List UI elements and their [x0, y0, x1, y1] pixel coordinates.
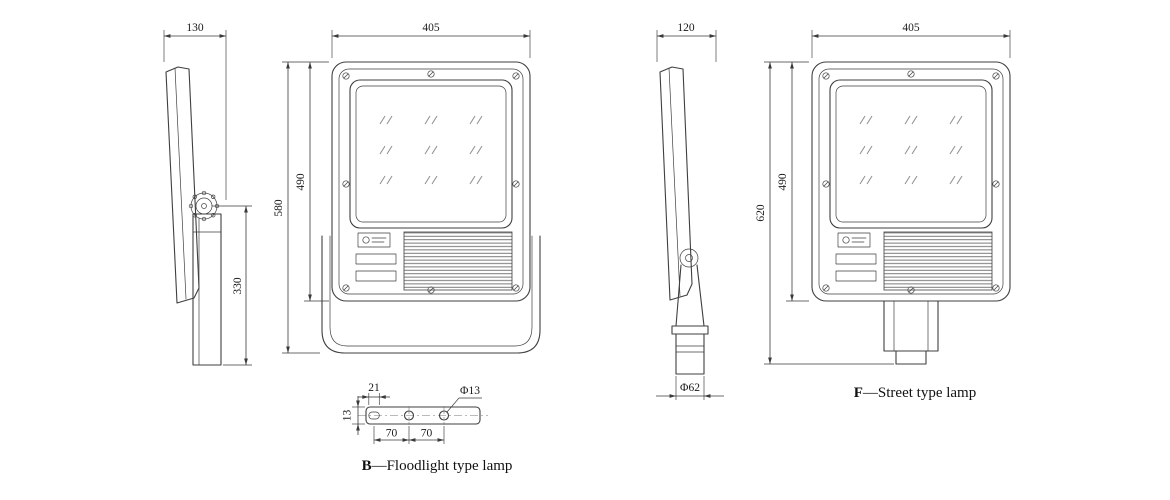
dim-street-front-width: 405	[811, 22, 1011, 58]
heatsink-grille	[403, 231, 513, 291]
glass-bezel	[829, 79, 993, 229]
street-caption: F—Street type lamp	[854, 385, 976, 401]
bracket-mounting-detail	[358, 406, 488, 425]
yoke-bracket	[321, 235, 541, 354]
dim-label-70-right: 70	[421, 428, 433, 440]
dim-label-580: 580	[273, 199, 285, 217]
floodlight-caption-letter: B	[362, 458, 372, 474]
nameplate	[357, 232, 391, 248]
hinge-knob	[188, 190, 220, 222]
dim-label-70-left: 70	[386, 428, 398, 440]
street-caption-text: —Street type lamp	[862, 385, 976, 401]
dim-bracket-hole-spacing: 70 70	[373, 426, 445, 444]
dim-street-total-height: 620	[755, 62, 894, 365]
brand-logo-icon	[842, 236, 867, 244]
nameplate	[837, 232, 871, 248]
dim-label-phi13: Φ13	[460, 385, 480, 397]
label-strip-1	[355, 253, 397, 265]
dim-label-130: 130	[186, 22, 204, 34]
dim-label-phi62: Φ62	[680, 382, 700, 394]
dim-label-405-street: 405	[902, 22, 920, 34]
brand-logo-icon	[362, 236, 387, 244]
floodlight-front-view	[321, 61, 541, 354]
dim-street-spigot-diameter: Φ62	[656, 376, 724, 400]
dim-bracket-hole-diameter: Φ13	[446, 385, 482, 413]
street-front-view	[811, 61, 1011, 365]
mounting-slot	[368, 411, 380, 420]
dim-street-side-width: 120	[656, 22, 717, 62]
spigot-mount	[671, 264, 709, 375]
dim-floodlight-body-height: 490	[282, 61, 329, 302]
hinge-joint	[679, 248, 699, 268]
floodlight-caption: B—Floodlight type lamp	[362, 458, 513, 474]
floodlight-caption-text: —Floodlight type lamp	[371, 458, 513, 474]
dim-label-620: 620	[755, 204, 767, 222]
dim-label-13: 13	[342, 410, 354, 422]
street-side-view	[659, 66, 709, 375]
dim-label-490: 490	[295, 173, 307, 191]
dim-floodlight-total-height: 580	[273, 62, 320, 354]
dim-label-405: 405	[422, 22, 440, 34]
street-caption-letter: F	[854, 385, 863, 401]
pole-mount	[883, 300, 939, 365]
dim-floodlight-front-width: 405	[331, 22, 531, 58]
label-strip-1	[835, 253, 877, 265]
dim-label-21: 21	[368, 382, 380, 394]
dim-floodlight-side-width: 130	[163, 22, 227, 200]
dim-label-120: 120	[677, 22, 695, 34]
label-strip-2	[355, 270, 397, 282]
dim-label-330: 330	[232, 277, 244, 295]
mounting-arm	[192, 213, 222, 366]
heatsink-grille	[883, 231, 993, 291]
floodlight-side-view	[165, 66, 222, 366]
dim-label-490-street: 490	[777, 173, 789, 191]
glass-bezel	[349, 79, 513, 229]
dim-street-body-height: 490	[764, 61, 809, 302]
dim-floodlight-arm-length: 330	[212, 205, 252, 366]
dim-bracket-slot-length: 21	[358, 382, 390, 405]
dim-bracket-thickness: 13	[342, 396, 365, 435]
label-strip-2	[835, 270, 877, 282]
